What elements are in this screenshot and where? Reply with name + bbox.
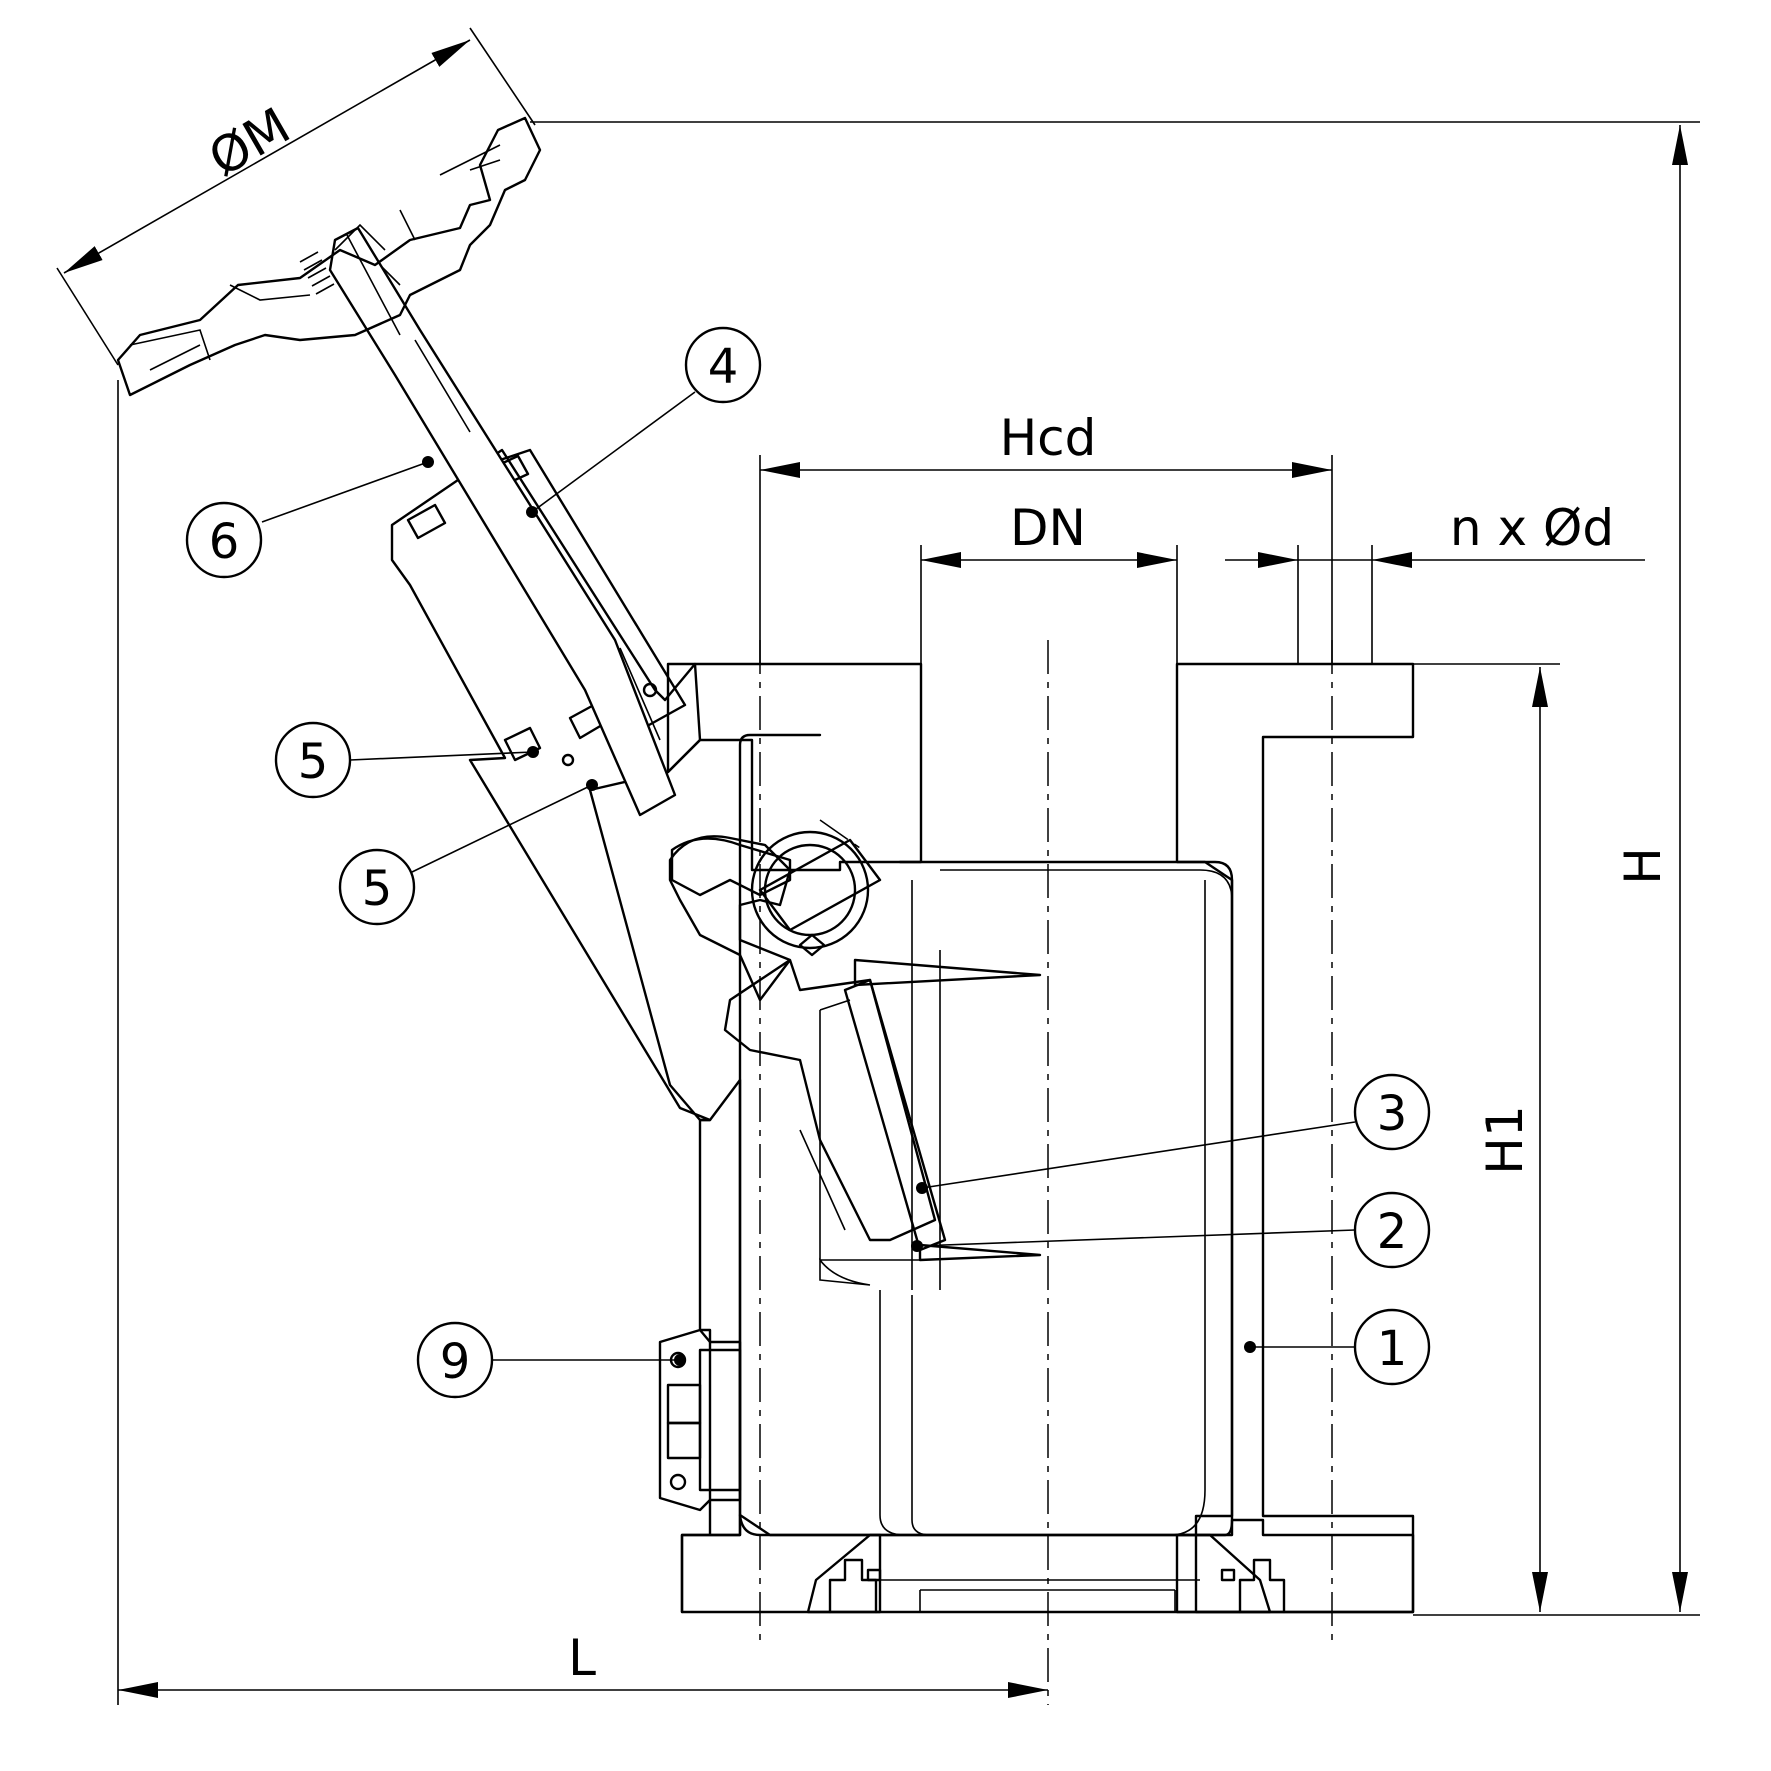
drain-plug [658,1328,742,1512]
balloon-2-text: 2 [1377,1204,1408,1260]
balloon-1: 1 [1353,1308,1431,1386]
handwheel [116,116,542,397]
balloon-5-lower-text: 5 [362,861,393,917]
bore-lines [879,1290,931,1536]
upper-seat-lip [853,958,1042,987]
balloon-9-text: 9 [440,1334,471,1390]
dim-line-handwheel [63,39,471,274]
bottom-seat [806,1533,1272,1614]
balloon-3: 3 [1353,1073,1431,1151]
disc-assembly [668,830,1042,1286]
bottom-bolt-right [1238,1558,1286,1614]
label-handwheel-diameter: ØM [199,97,299,188]
body-top-left-section [666,662,923,872]
balloon-9: 9 [416,1321,494,1399]
balloon-5-upper-text: 5 [298,734,329,790]
balloon-6-text: 6 [209,514,240,570]
bonnet-section [390,448,712,1122]
dimension-lines [56,27,1700,1705]
balloon-4: 4 [684,326,762,404]
body-left-wall [680,1078,742,1614]
balloon-1-text: 1 [1377,1321,1408,1377]
balloon-2: 2 [1353,1191,1431,1269]
leader-lines [261,391,1356,1361]
balloon-4-text: 4 [708,339,739,395]
disc-arm [668,835,937,1242]
label-bolt-circle: Hcd [1000,409,1097,467]
lower-seat-lip [918,1243,1042,1262]
bottom-bolt-left [828,1558,878,1614]
balloon-5-upper: 5 [274,721,352,799]
dimension-labels: ØM H H1 L Hcd DN n x Ød [199,97,1672,1687]
balloon-6: 6 [185,501,263,579]
body-inner-bore [738,733,1234,1537]
label-body-height: H1 [1476,1105,1534,1174]
valve-body [666,662,1415,1614]
balloon-3-text: 3 [1377,1086,1408,1142]
body-bottom-left-flange [680,1513,882,1614]
balloon-5-lower: 5 [338,848,416,926]
label-overall-length: L [568,1629,596,1687]
disc [843,978,947,1252]
label-overall-height: H [1614,847,1672,885]
center-lines [759,640,1333,1705]
leader-dots [422,456,1256,1366]
stem-body [328,226,677,817]
handwheel-rim [116,116,542,397]
label-nominal-diameter: DN [1010,499,1086,557]
label-bolt-holes: n x Ød [1450,499,1614,557]
